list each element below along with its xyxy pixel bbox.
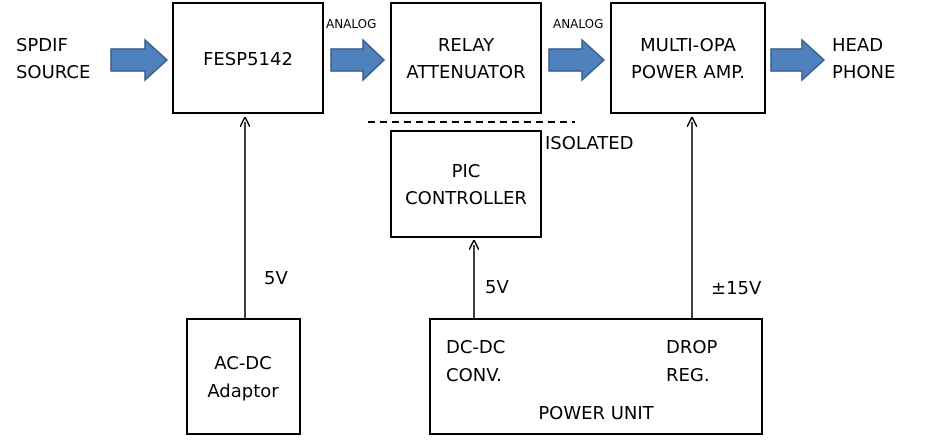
relay-attenuator-label-2: ATTENUATOR bbox=[406, 62, 525, 83]
headphone-label-1: HEAD bbox=[832, 35, 883, 56]
block-arrow-source-to-fesp bbox=[110, 38, 169, 82]
power-amp-block bbox=[610, 2, 766, 114]
analog-label-1: ANALOG bbox=[326, 17, 376, 31]
relay-attenuator-block bbox=[390, 2, 542, 114]
power-unit-block bbox=[429, 318, 763, 435]
fesp5142-block bbox=[172, 2, 324, 114]
spdif-source-label-1: SPDIF bbox=[16, 35, 68, 56]
pic-voltage-label: 5V bbox=[485, 277, 509, 298]
spdif-source-label-2: SOURCE bbox=[16, 62, 90, 83]
adaptor-voltage-label: 5V bbox=[264, 268, 288, 289]
headphone-label-2: PHONE bbox=[832, 62, 895, 83]
relay-attenuator-label-1: RELAY bbox=[438, 35, 495, 56]
drop-reg-label-1: DROP bbox=[666, 337, 718, 358]
ac-dc-adaptor-block bbox=[186, 318, 301, 435]
amp-voltage-label: ±15V bbox=[711, 278, 762, 299]
pic-controller-label-1: PIC bbox=[452, 161, 481, 182]
pic-controller-label-2: CONTROLLER bbox=[405, 188, 527, 209]
ac-dc-adaptor-label-1: AC-DC bbox=[214, 353, 272, 374]
pic-controller-block bbox=[390, 130, 542, 238]
isolated-label: ISOLATED bbox=[545, 133, 634, 154]
block-arrow-amp-to-headphone bbox=[770, 38, 826, 82]
power-amp-label-2: POWER AMP. bbox=[631, 62, 745, 83]
block-arrow-relay-to-amp bbox=[548, 38, 606, 82]
dc-dc-label-1: DC-DC bbox=[446, 337, 505, 358]
fesp5142-label: FESP5142 bbox=[203, 49, 293, 70]
power-amp-label-1: MULTI-OPA bbox=[640, 35, 736, 56]
dc-dc-label-2: CONV. bbox=[446, 365, 502, 386]
block-arrow-fesp-to-relay bbox=[330, 38, 386, 82]
drop-reg-label-2: REG. bbox=[666, 365, 710, 386]
analog-label-2: ANALOG bbox=[553, 17, 603, 31]
power-unit-title: POWER UNIT bbox=[538, 403, 654, 424]
ac-dc-adaptor-label-2: Adaptor bbox=[207, 381, 279, 402]
